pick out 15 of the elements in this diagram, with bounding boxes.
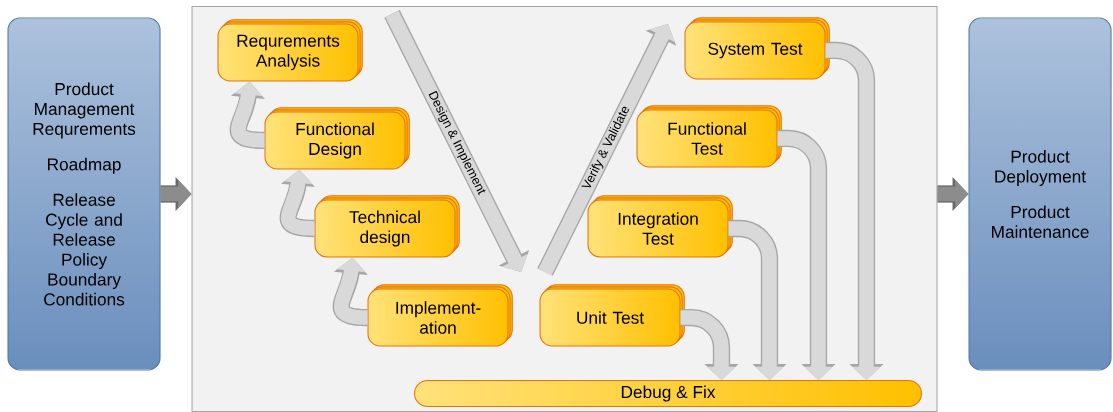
side-box: Product Management Requrements Roadmap Release Cycle and Release Policy Boundary Conditions: [7, 17, 161, 371]
curved-arrow: [680, 308, 739, 380]
curved-arrow: [825, 41, 884, 380]
curved-arrow: [777, 129, 836, 380]
curved-arrow: [728, 219, 787, 380]
step-box: Implement- ation: [367, 284, 513, 347]
debug-bar: Debug & Fix: [414, 379, 923, 407]
step-box: Functional Design: [264, 107, 410, 170]
step-box: Unit Test: [539, 284, 685, 347]
step-box: Requrements Analysis: [217, 19, 363, 82]
side-box: Product Deployment Product Maintenance: [968, 17, 1112, 371]
step-box: Functional Test: [636, 105, 782, 168]
step-box: Integration Test: [587, 195, 733, 258]
step-box: Technical design: [314, 195, 460, 258]
step-box: System Test: [684, 17, 830, 80]
